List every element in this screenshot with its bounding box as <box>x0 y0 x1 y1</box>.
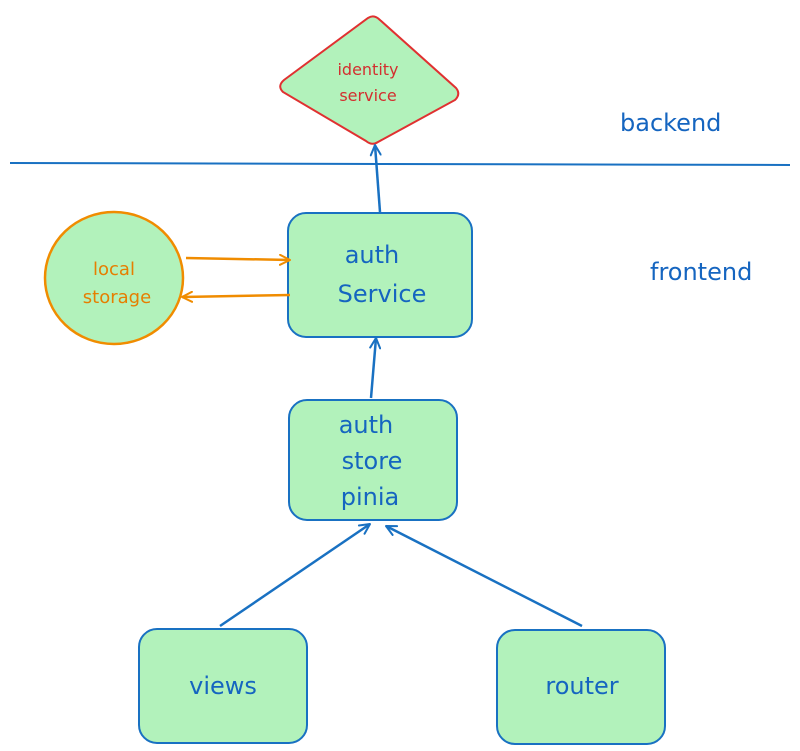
local-storage-label-line1: local <box>93 259 135 280</box>
arrow-views-to-auth-store <box>219 522 371 628</box>
auth-service-label-line2: Service <box>338 280 427 308</box>
auth-store-label-line2: store <box>342 447 403 475</box>
identity-service-label-line2: service <box>339 86 396 105</box>
arrow-router-to-auth-store <box>385 524 583 628</box>
auth-service-label-line1: auth <box>345 241 400 269</box>
local-storage-node: local storage <box>43 210 185 346</box>
auth-store-label-line1: auth <box>339 411 394 439</box>
identity-service-node: identity service <box>279 15 460 145</box>
auth-store-node: auth store pinia <box>288 399 458 521</box>
router-label: router <box>545 672 618 700</box>
arrow-auth-store-to-auth-service <box>369 337 382 399</box>
arrow-auth-service-to-identity-service <box>369 144 382 213</box>
views-node: views <box>138 628 308 744</box>
auth-store-label-line3: pinia <box>341 483 400 511</box>
views-label: views <box>189 672 257 700</box>
frontend-zone-label: frontend <box>650 258 752 286</box>
backend-zone-label: backend <box>620 109 721 137</box>
auth-service-node: auth Service <box>287 212 473 338</box>
local-storage-label-line2: storage <box>83 287 151 308</box>
router-node: router <box>496 629 666 745</box>
arrow-local-storage-to-auth-service <box>185 253 291 266</box>
backend-frontend-divider <box>9 162 791 166</box>
identity-service-label-line1: identity <box>337 60 398 79</box>
arrow-auth-service-to-local-storage <box>181 290 291 303</box>
